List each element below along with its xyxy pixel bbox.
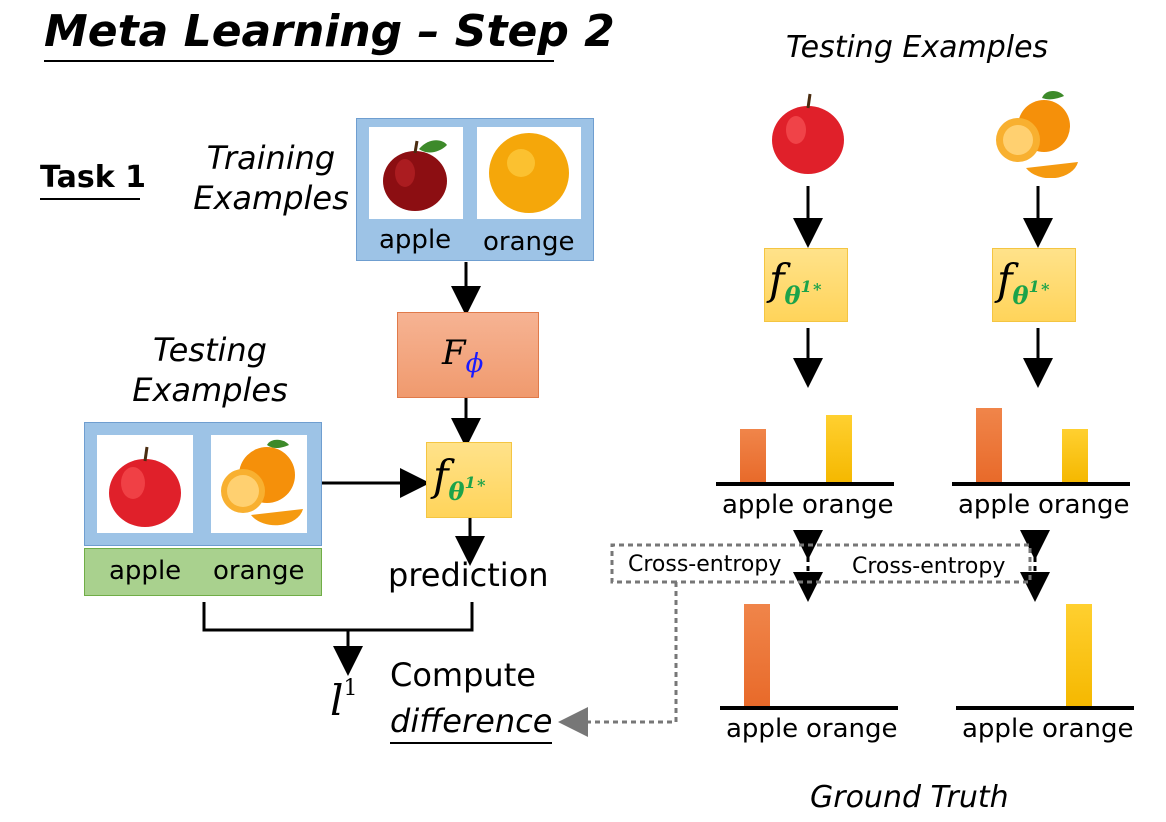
gt-axis-2 bbox=[956, 706, 1134, 710]
apple-image bbox=[109, 446, 181, 527]
right-f-theta-label-1: fθ1∗ bbox=[769, 255, 823, 310]
task-underline bbox=[40, 198, 140, 200]
training-label-orange: orange bbox=[483, 227, 575, 257]
right-learned-function-box-1: fθ1∗ bbox=[764, 248, 848, 322]
pred-axis-label-apple-1: apple bbox=[722, 490, 795, 520]
pred-bar-orange-1 bbox=[826, 415, 852, 482]
left-test-label-apple: apple bbox=[109, 556, 182, 586]
pred-axis-label-orange-1: orange bbox=[802, 490, 894, 520]
cross-entropy-label-2: Cross-entropy bbox=[852, 554, 1006, 579]
difference-underline bbox=[390, 742, 552, 744]
training-label-apple: apple bbox=[379, 225, 452, 255]
compute-label: Compute bbox=[390, 656, 536, 694]
gt-axis-label-apple-2: apple bbox=[962, 714, 1035, 744]
right-learned-function-box-2: fθ1∗ bbox=[992, 248, 1076, 322]
left-test-orange-card bbox=[211, 435, 307, 533]
right-f-theta-label-2: fθ1∗ bbox=[997, 255, 1051, 310]
gt-bar-apple-1 bbox=[744, 604, 770, 706]
left-testing-labels-box: apple orange bbox=[84, 548, 322, 596]
task-label: Task 1 bbox=[40, 160, 146, 195]
orange-image-card bbox=[477, 127, 581, 219]
training-examples-label: Training Examples bbox=[193, 139, 349, 217]
pred-axis-2 bbox=[952, 482, 1130, 486]
cross-entropy-label-1: Cross-entropy bbox=[628, 552, 782, 577]
left-learned-function-box: fθ1∗ bbox=[426, 442, 512, 518]
right-orange-image-wrap bbox=[990, 84, 1082, 179]
pred-bar-apple-1 bbox=[740, 429, 766, 482]
page-title: Meta Learning – Step 2 bbox=[44, 6, 615, 57]
right-apple-image-wrap bbox=[766, 88, 850, 178]
orange-image bbox=[996, 91, 1078, 179]
gt-axis-label-orange-1: orange bbox=[806, 714, 898, 744]
apple-image-card bbox=[369, 127, 463, 219]
ground-truth-label: Ground Truth bbox=[810, 780, 1009, 815]
meta-learner-box: Fϕ bbox=[397, 312, 539, 398]
apple-image bbox=[772, 93, 844, 174]
pred-axis-label-orange-2: orange bbox=[1038, 490, 1130, 520]
training-examples-box: apple orange bbox=[356, 118, 594, 261]
gt-bar-orange-2 bbox=[1066, 604, 1092, 706]
gt-axis-label-orange-2: orange bbox=[1042, 714, 1134, 744]
pred-bar-apple-2 bbox=[976, 408, 1002, 482]
pred-axis-label-apple-2: apple bbox=[958, 490, 1031, 520]
left-testing-examples-label: Testing Examples bbox=[132, 331, 288, 409]
gt-axis-1 bbox=[720, 706, 898, 710]
left-test-apple-card bbox=[97, 435, 193, 533]
left-f-theta-label: fθ1∗ bbox=[433, 451, 487, 506]
loss-label: l1 bbox=[330, 676, 358, 725]
right-testing-examples-label: Testing Examples bbox=[786, 30, 1049, 65]
left-testing-box bbox=[84, 422, 322, 546]
difference-label: difference bbox=[390, 702, 553, 740]
gt-axis-label-apple-1: apple bbox=[726, 714, 799, 744]
pred-bar-orange-2 bbox=[1062, 429, 1088, 482]
F-phi-label: Fϕ bbox=[442, 333, 484, 379]
apple-image bbox=[383, 140, 447, 211]
title-underline bbox=[44, 60, 554, 62]
prediction-label: prediction bbox=[388, 556, 549, 594]
pred-axis-1 bbox=[716, 482, 894, 486]
orange-image bbox=[489, 133, 569, 213]
orange-image bbox=[221, 439, 303, 526]
left-test-label-orange: orange bbox=[213, 556, 305, 586]
